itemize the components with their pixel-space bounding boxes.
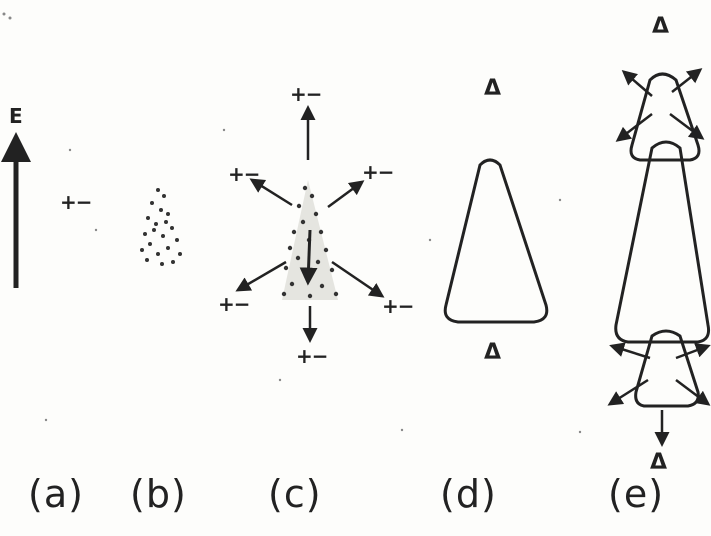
charge-cluster-b xyxy=(140,188,182,266)
pair-label-a: +− xyxy=(60,190,93,214)
streamer-channel-d xyxy=(443,158,549,324)
pair-label-c-bottom: +− xyxy=(296,344,329,368)
pair-label-c-top: +− xyxy=(290,82,323,106)
delta-label-e-top: Δ xyxy=(652,14,670,39)
radiating-arrows-c xyxy=(235,105,385,343)
internal-field-arrow xyxy=(299,229,318,286)
pair-label-c-lower-left: +− xyxy=(218,292,251,316)
pair-label-c-upper-right: +− xyxy=(362,160,395,184)
panel-label-d: (d) xyxy=(440,472,497,516)
efield-label: E xyxy=(9,104,23,128)
pair-label-c-upper-left: +− xyxy=(228,162,261,186)
delta-label-d-bottom: Δ xyxy=(484,340,502,365)
upper-head-e xyxy=(629,72,701,162)
panel-label-b: (b) xyxy=(130,472,187,516)
main-channel-e xyxy=(614,140,710,344)
delta-label-d-top: Δ xyxy=(484,76,502,101)
panel-label-a: (a) xyxy=(28,472,84,516)
pair-label-c-lower-right: +− xyxy=(382,294,415,318)
delta-label-e-bottom: Δ xyxy=(650,450,668,475)
panel-label-c: (c) xyxy=(268,472,322,516)
panel-label-e: (e) xyxy=(608,472,665,516)
radiating-arrows-e xyxy=(607,68,711,447)
scan-speckles xyxy=(2,12,582,434)
